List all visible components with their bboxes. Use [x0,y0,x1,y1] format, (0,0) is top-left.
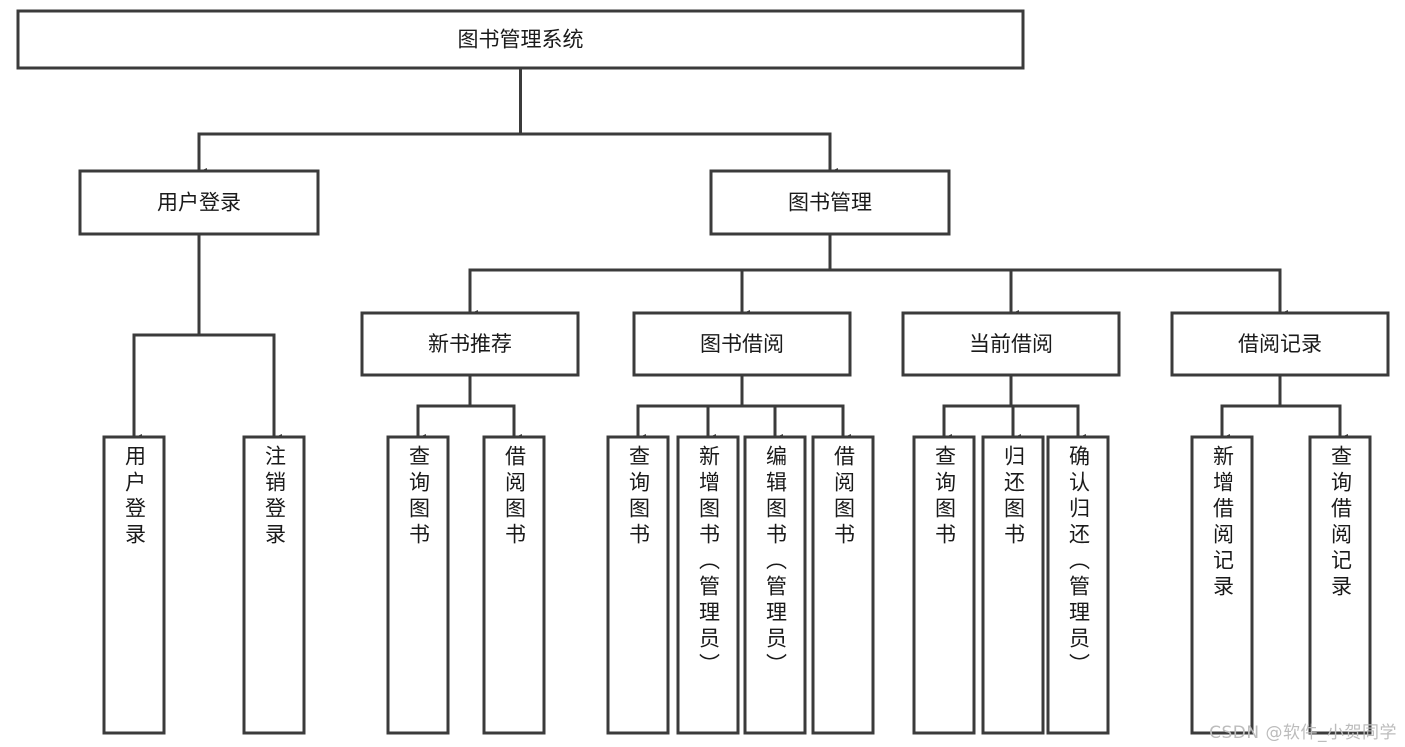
node-box-current-borrow[interactable] [901,311,1121,377]
node-box-leaf-borrow-book-rec[interactable] [482,435,546,735]
node-box-root[interactable] [16,9,1025,70]
node-box-book-management[interactable] [709,169,951,236]
node-box-leaf-add-book-admin[interactable] [676,435,740,735]
node-label-book-management: 图书管理 [788,191,872,215]
node-box-leaf-return-book[interactable] [981,435,1045,735]
node-box-new-book-recommend[interactable] [360,311,580,377]
node-label-new-book-recommend: 新书推荐 [428,332,512,356]
node-box-user-login[interactable] [78,169,320,236]
node-box-borrow-record[interactable] [1170,311,1390,377]
node-label-current-borrow: 当前借阅 [969,332,1053,356]
csdn-watermark: CSDN @软件_小贺同学 [1209,723,1397,743]
node-box-leaf-query-book-rec[interactable] [386,435,450,735]
node-label-book-borrow: 图书借阅 [700,332,784,356]
node-box-leaf-query-borrow-record[interactable] [1308,435,1372,735]
node-box-leaf-add-borrow-record[interactable] [1190,435,1254,735]
node-box-book-borrow[interactable] [632,311,852,377]
node-box-leaf-query-book[interactable] [606,435,670,735]
node-box-leaf-edit-book-admin[interactable] [743,435,807,735]
node-label-user-login: 用户登录 [157,191,241,215]
node-box-leaf-borrow-book[interactable] [811,435,875,735]
boxes-layer [16,9,1390,735]
connectors-layer [126,66,1348,448]
node-box-leaf-user-login[interactable] [102,435,166,735]
node-label-borrow-record: 借阅记录 [1238,332,1322,356]
node-box-leaf-confirm-return[interactable] [1046,435,1110,735]
node-label-root: 图书管理系统 [458,28,584,52]
node-box-leaf-query-book-cur[interactable] [912,435,976,735]
node-box-leaf-user-logout[interactable] [242,435,306,735]
